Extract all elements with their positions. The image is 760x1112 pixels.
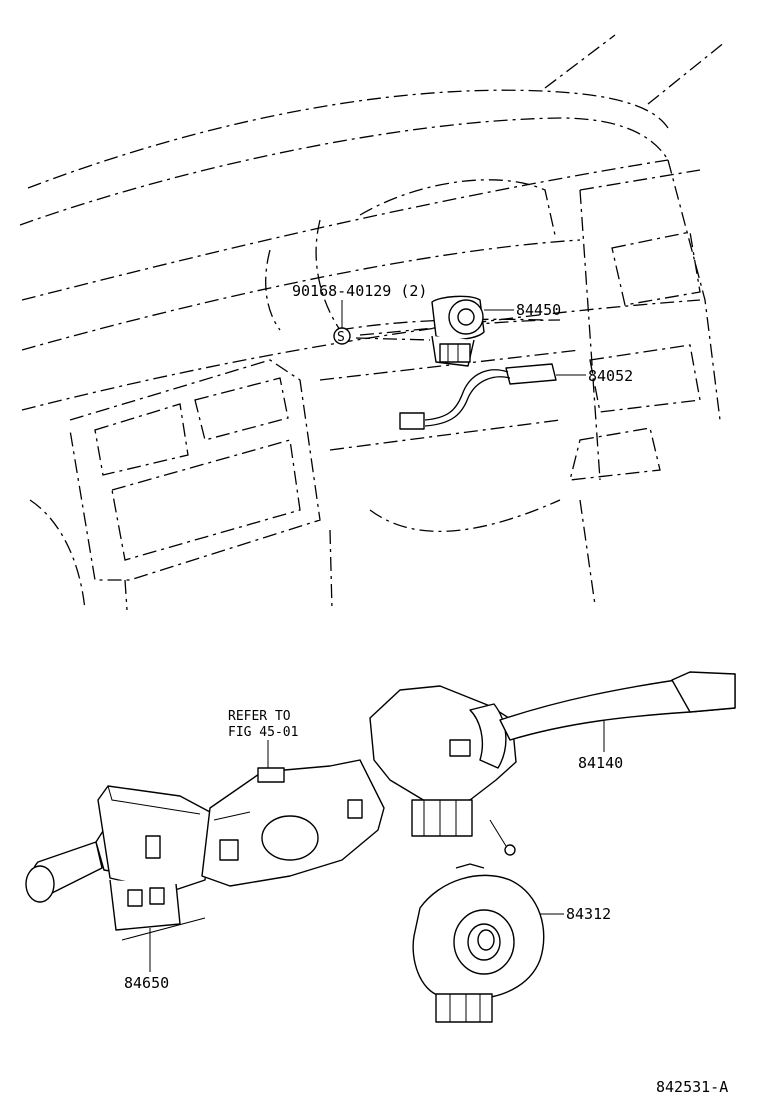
dashboard-outline — [19, 34, 726, 611]
turn-signal-switch-illustration — [25, 785, 211, 941]
spiral-cable-illustration — [412, 863, 545, 1023]
bolt-symbol: S — [333, 327, 351, 345]
label-84650: 84650 — [124, 974, 169, 992]
label-84450: 84450 — [516, 301, 561, 319]
key-sensor-illustration — [399, 363, 557, 430]
label-fig-45-01: FIG 45-01 — [228, 725, 298, 740]
ignition-switch-illustration — [431, 295, 485, 367]
bolt-symbol-label: S — [337, 330, 345, 345]
switch-body-illustration — [201, 759, 385, 887]
figure-code: 842531-A — [656, 1078, 728, 1096]
wiper-switch-illustration — [369, 671, 736, 856]
label-84140: 84140 — [578, 754, 623, 772]
label-refer-to: REFER TO — [228, 709, 291, 724]
label-84312: 84312 — [566, 905, 611, 923]
label-90168-40129: 90168-40129 (2) — [292, 282, 427, 300]
label-84052: 84052 — [588, 367, 633, 385]
